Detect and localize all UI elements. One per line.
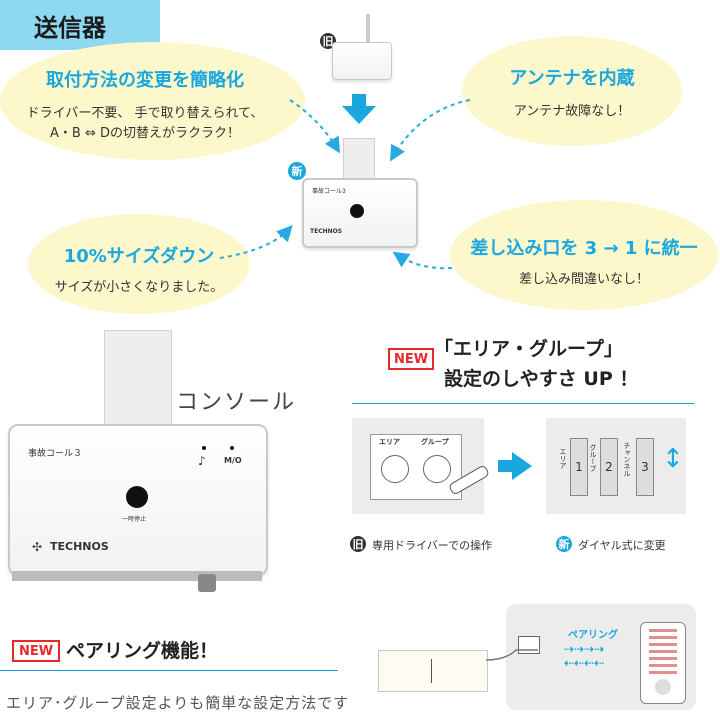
pairing-label: ペアリング <box>568 630 618 641</box>
main-device-base <box>12 571 262 581</box>
receiver-speaker <box>655 679 671 695</box>
new-device-image-small: 事故コール3 TECHNOS <box>302 178 418 248</box>
dial-caption-group: グループ <box>589 444 597 472</box>
feature-title-port: 差し込み口を 3 → 1 に統一 <box>470 238 698 259</box>
pairing-title: ペアリング機能！ <box>66 640 219 662</box>
dashed-arrows <box>219 99 471 270</box>
new-dial-panel: 1 2 3 エリア グループ チャンネル ↕ <box>546 418 686 514</box>
new-device-small-label: 事故コール3 <box>312 188 346 195</box>
pairing-underline <box>0 670 338 671</box>
dial-3: 3 <box>636 438 654 496</box>
old-caption: 専用ドライバーでの操作 <box>372 539 493 552</box>
rotate-arrow-icon: ↕ <box>662 444 684 474</box>
old-device-antenna <box>366 14 370 48</box>
old-dial-right <box>423 455 451 483</box>
feature-text-install-1: ドライバー不要、 手で取り替えられて、 <box>26 106 264 121</box>
main-device-button-caption: 一時停止 <box>122 516 147 523</box>
dial-caption-area: エリア <box>559 448 567 469</box>
area-group-title-2: 設定のしやすさ UP ！ <box>444 368 639 390</box>
card-line <box>431 659 432 683</box>
section-header-text: 送信器 <box>34 13 106 42</box>
feature-text-antenna: アンテナ故障なし！ <box>513 104 631 119</box>
feature-bubble-size <box>28 214 250 314</box>
receiver-grid <box>649 629 677 675</box>
feature-title-install: 取付方法の変更を簡略化 <box>46 70 244 91</box>
main-device-pause-button <box>126 486 148 508</box>
area-group-title-1: 「エリア・グループ」 <box>434 338 623 360</box>
old-dial-left <box>381 455 409 483</box>
main-device-overlay-label: コンソール <box>176 390 297 415</box>
pairing-cable <box>486 649 538 661</box>
main-device-brand: TECHNOS <box>50 540 109 553</box>
old-dial-panel: エリア グループ <box>352 418 491 514</box>
feature-text-port: 差し込み間違いなし！ <box>518 272 649 287</box>
down-arrow-icon <box>342 94 376 124</box>
pairing-footer-text: エリア･グループ設定よりも簡単な設定方法です <box>6 694 350 712</box>
new-device-small-brand: TECHNOS <box>310 228 343 235</box>
pairing-panel: ペアリング ⇢⇢⇢⇢ ⇠⇠⇠⇠ <box>506 604 696 710</box>
dial-1: 1 <box>570 438 588 496</box>
feature-bubble-antenna <box>462 36 682 146</box>
main-device-label: 事故コール３ <box>28 449 83 459</box>
feature-bubble-install <box>0 42 305 160</box>
dial-caption-channel: チャンネル <box>623 442 631 477</box>
old-dial-label-group: グループ <box>421 438 449 446</box>
feature-title-size: 10%サイズダウン <box>63 246 215 267</box>
feature-text-size: サイズが小さくなりました。 <box>54 280 224 295</box>
pairing-card-image <box>378 650 488 692</box>
feature-bubble-port <box>450 200 718 310</box>
mo-icon: M/O <box>224 456 242 465</box>
main-device-led-right <box>230 446 234 450</box>
music-note-icon: ♪ <box>198 454 206 468</box>
old-badge-caption: 旧 <box>350 536 366 552</box>
main-device-port <box>198 574 216 592</box>
technos-logo-icon: ✣ <box>32 540 43 554</box>
feature-title-antenna: アンテナを内蔵 <box>509 68 635 89</box>
new-badge-area-group: NEW <box>388 348 434 370</box>
old-dial-box: エリア グループ <box>370 434 462 500</box>
main-device-led-left <box>202 446 206 450</box>
pairing-arrow-right-icon: ⇢⇢⇢⇢ <box>564 642 605 656</box>
old-device-image <box>332 42 392 80</box>
pairing-receiver-icon <box>640 622 686 704</box>
section-header: 送信器 <box>0 0 160 50</box>
pairing-arrow-left-icon: ⇠⇠⇠⇠ <box>564 656 605 670</box>
new-device-small-button <box>350 204 364 218</box>
area-group-underline <box>352 403 694 404</box>
main-device-image: 事故コール３ ♪ M/O 一時停止 ✣ TECHNOS <box>8 424 268 576</box>
old-dial-label-area: エリア <box>379 438 400 446</box>
new-badge-pairing: NEW <box>12 640 60 662</box>
feature-text-install-2: A・B ⇔ Dの切替えがラクラク！ <box>50 126 240 141</box>
new-badge-caption: 新 <box>556 536 572 552</box>
main-device-card-slot <box>104 330 172 432</box>
dial-2: 2 <box>600 438 618 496</box>
right-arrow-icon <box>498 452 532 480</box>
new-badge-top: 新 <box>288 162 306 180</box>
new-caption: ダイヤル式に変更 <box>578 539 666 552</box>
